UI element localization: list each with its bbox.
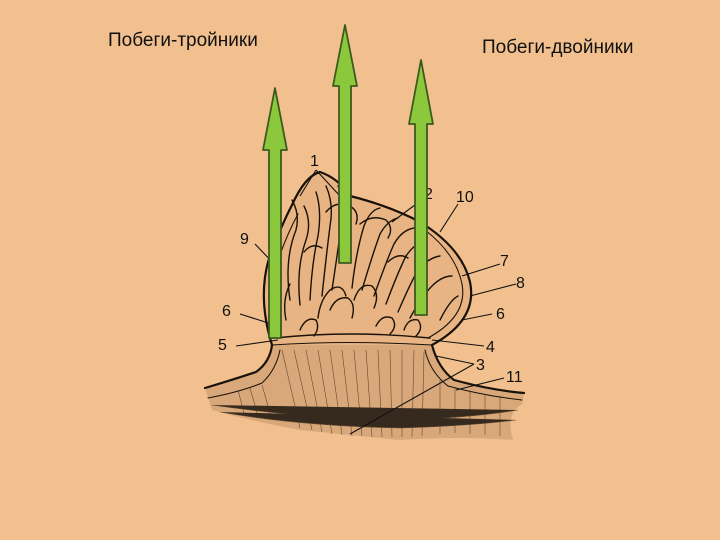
- label-6-right: 6: [496, 306, 505, 323]
- label-5: 5: [218, 337, 227, 354]
- arrow-left-icon: [262, 87, 288, 339]
- label-4: 4: [486, 339, 495, 356]
- label-1: 1: [310, 153, 319, 170]
- label-7: 7: [500, 253, 509, 270]
- label-11: 11: [506, 369, 523, 386]
- label-10: 10: [456, 189, 474, 206]
- base-tissue: [203, 343, 526, 440]
- label-8: 8: [516, 275, 525, 292]
- label-9: 9: [240, 231, 249, 248]
- green-arrows: [262, 24, 434, 339]
- leader-lines: [235, 169, 517, 435]
- tissue-hatching: [211, 349, 519, 438]
- title-double-shoots: Побеги-двойники: [482, 37, 634, 58]
- arrow-center-icon: [332, 24, 358, 264]
- label-3: 3: [476, 357, 485, 374]
- arrow-right-icon: [408, 59, 434, 316]
- title-triple-shoots: Побеги-тройники: [108, 30, 258, 51]
- part-labels: 1 2 10 9 7 8 6 6 5 4 3 11: [218, 153, 525, 386]
- label-2: 2: [424, 186, 433, 203]
- label-6-left: 6: [222, 303, 231, 320]
